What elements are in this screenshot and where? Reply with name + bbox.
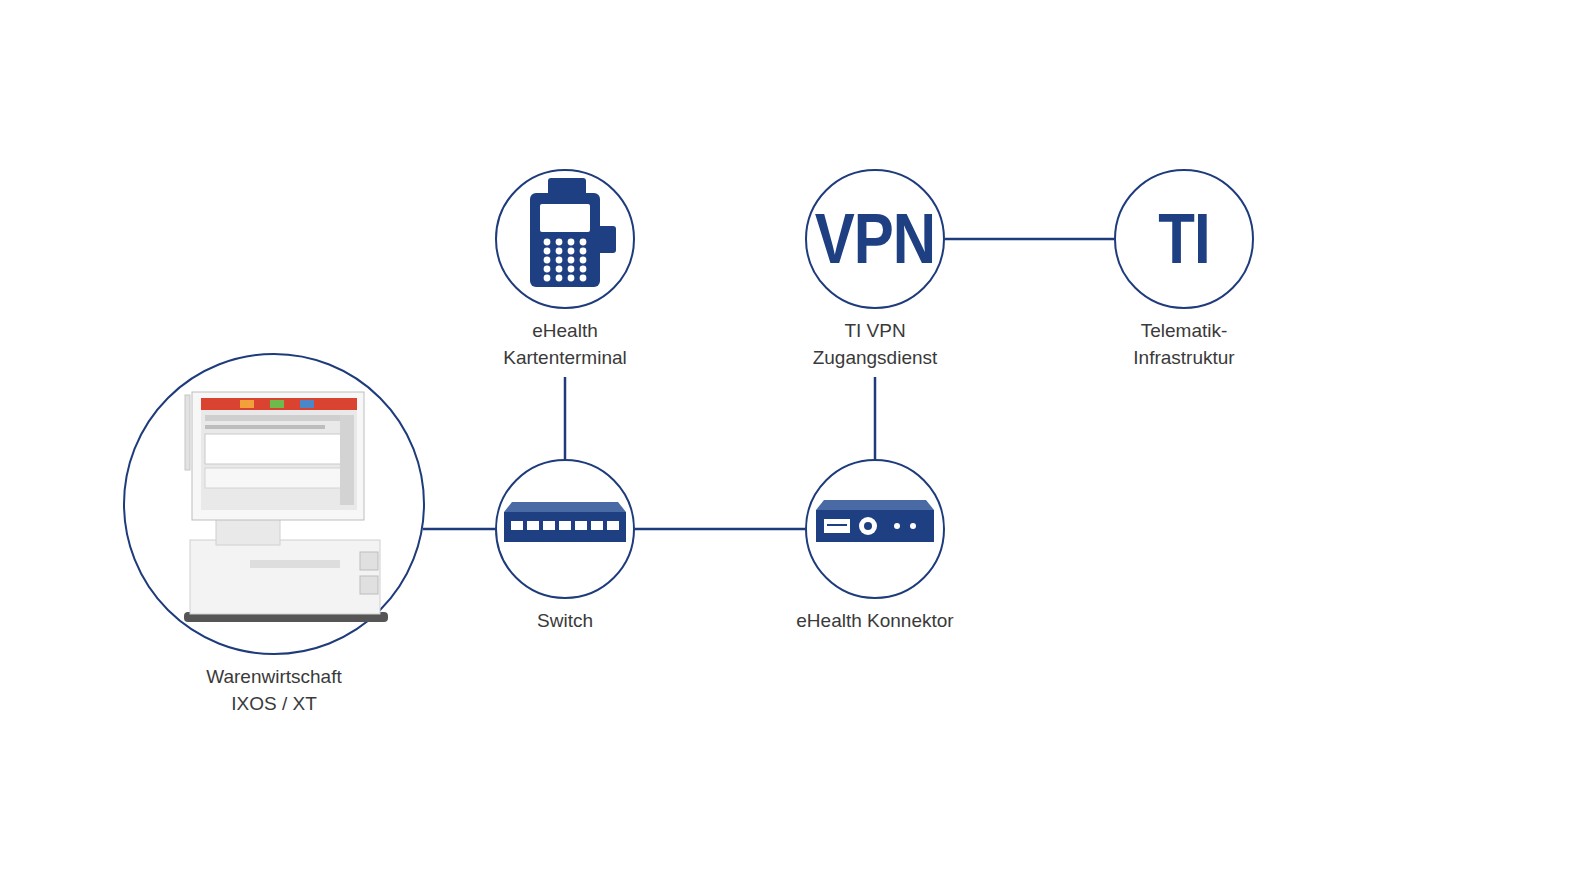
node-circle	[805, 459, 945, 599]
node-circle	[495, 169, 635, 309]
node-circle	[495, 459, 635, 599]
connector-line	[635, 528, 805, 531]
icon-text: TI	[1116, 204, 1252, 275]
node-label: Warenwirtschaft IXOS / XT	[189, 663, 359, 717]
node-group: eHealth Kartenterminal	[480, 169, 650, 371]
connector-line	[945, 238, 1114, 241]
icon-text: VPN	[807, 204, 943, 275]
node-group: TI Telematik- Infrastruktur	[1099, 169, 1269, 371]
node-group: Warenwirtschaft IXOS / XT	[123, 353, 425, 717]
connector-line	[874, 377, 877, 459]
card-terminal-icon	[530, 178, 616, 287]
node-label: TI VPN Zugangsdienst	[790, 317, 960, 371]
node-label: eHealth Konnektor	[790, 607, 960, 634]
node-circle: TI	[1114, 169, 1254, 309]
connector-line	[564, 377, 567, 459]
connector-line	[423, 528, 495, 531]
switch-icon	[504, 502, 626, 542]
node-label: eHealth Kartenterminal	[480, 317, 650, 371]
node-group: Switch	[480, 459, 650, 634]
node-circle	[123, 353, 425, 655]
node-label: Telematik- Infrastruktur	[1099, 317, 1269, 371]
pos-terminal-illustration	[184, 392, 388, 622]
node-group: eHealth Konnektor	[790, 459, 960, 634]
connector-device-icon	[816, 500, 934, 542]
node-label: Switch	[480, 607, 650, 634]
node-circle: VPN	[805, 169, 945, 309]
node-group: VPN TI VPN Zugangsdienst	[790, 169, 960, 371]
